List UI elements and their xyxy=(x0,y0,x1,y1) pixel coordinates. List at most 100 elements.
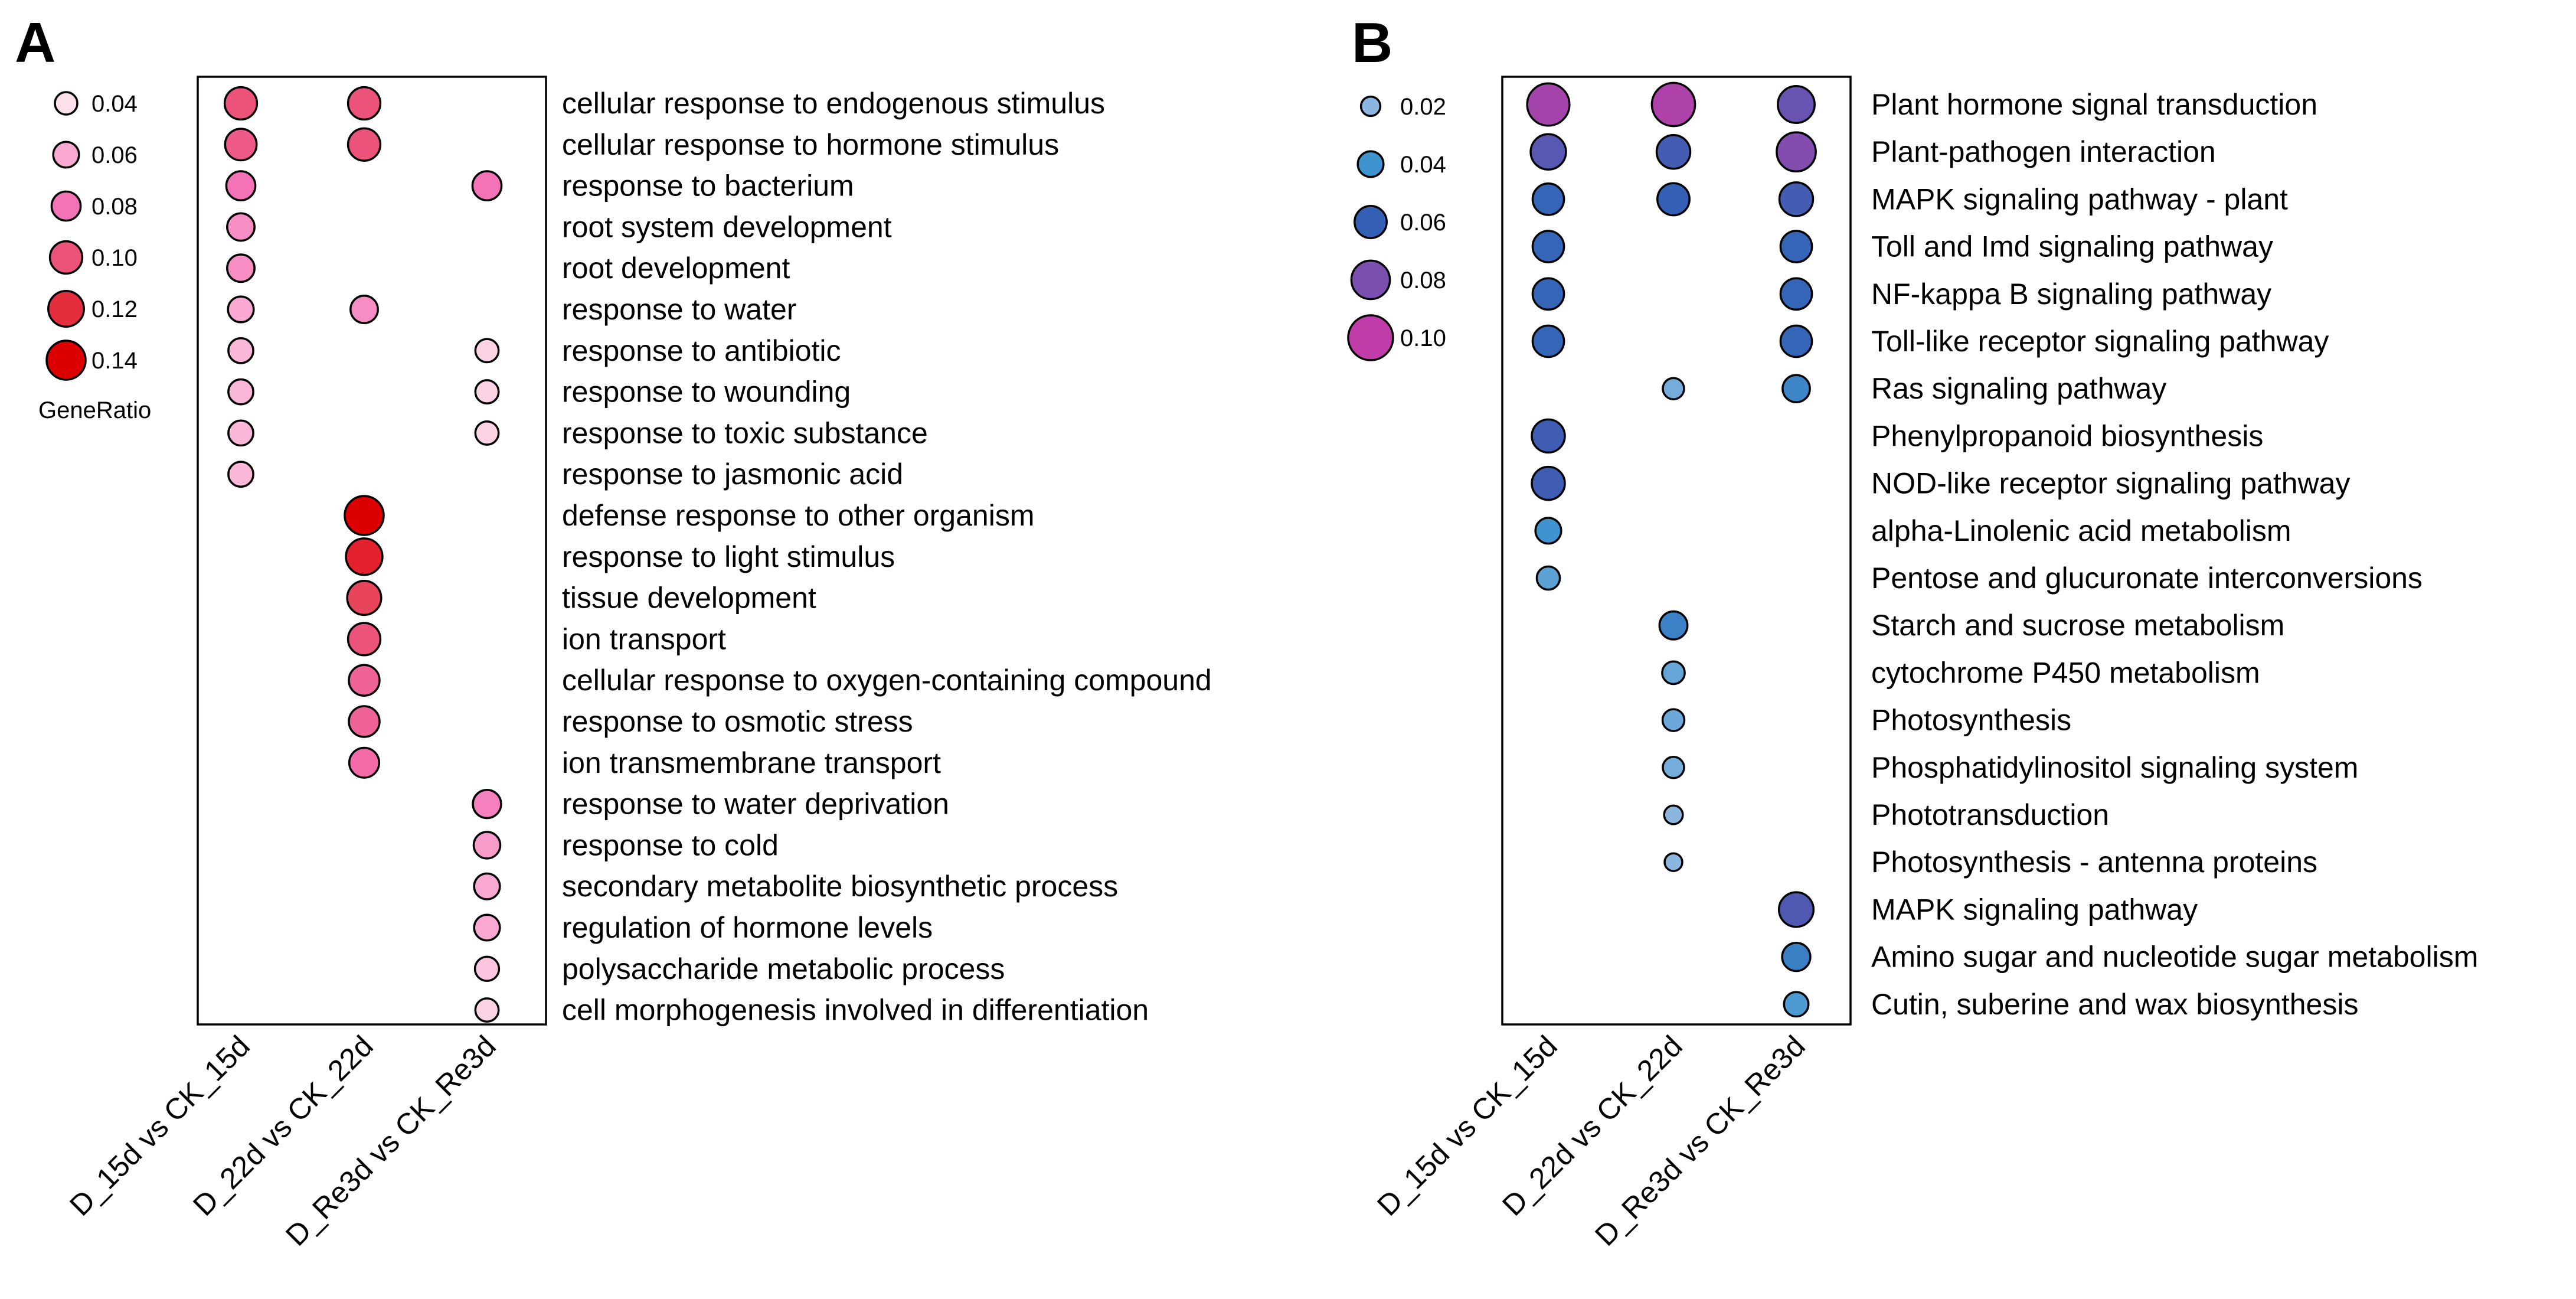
panel-b-label: B xyxy=(1352,11,1392,74)
enrichment-dot xyxy=(1777,891,1815,928)
enrichment-dot xyxy=(1658,610,1689,641)
term-label: Toll-like receptor signaling pathway xyxy=(1871,325,2329,358)
enrichment-dot xyxy=(1661,708,1686,732)
term-label: Ras signaling pathway xyxy=(1871,372,2166,405)
panel-a-label: A xyxy=(15,11,55,74)
legend-label: 0.02 xyxy=(1400,94,1446,120)
enrichment-dot xyxy=(226,253,256,283)
enrichment-dot xyxy=(473,872,501,900)
legend-label: 0.06 xyxy=(1400,210,1446,236)
legend-size-swatch xyxy=(50,190,82,222)
legend-label: 0.04 xyxy=(91,91,138,117)
term-label: response to wounding xyxy=(562,376,851,409)
enrichment-dot xyxy=(227,295,255,324)
term-label: Cutin, suberine and wax biosynthesis xyxy=(1871,988,2358,1021)
enrichment-dot xyxy=(474,338,500,364)
enrichment-dot xyxy=(1656,182,1691,217)
enrichment-dot xyxy=(348,746,381,779)
enrichment-dot xyxy=(473,955,501,982)
x-tick-label: D_Re3d vs CK_Re3d xyxy=(279,1029,502,1252)
legend-size-swatch xyxy=(47,290,85,328)
enrichment-dot xyxy=(1779,230,1813,263)
term-label: Pentose and glucuronate interconversions xyxy=(1871,562,2423,595)
panel-a-plot-frame xyxy=(197,76,547,1026)
panel-b-dots xyxy=(1526,81,1817,1018)
enrichment-dot xyxy=(224,128,258,162)
enrichment-dot xyxy=(1535,565,1561,591)
panel-a-dots xyxy=(223,86,503,1023)
term-label: Phosphatidylinositol signaling system xyxy=(1871,751,2358,784)
enrichment-dot xyxy=(1655,133,1692,170)
term-label: cellular response to endogenous stimulus xyxy=(562,87,1105,120)
enrichment-dot xyxy=(1778,181,1815,217)
enrichment-dot xyxy=(1781,374,1811,404)
term-label: NF-kappa B signaling pathway xyxy=(1871,278,2271,311)
enrichment-dot xyxy=(346,86,382,121)
enrichment-dot xyxy=(474,379,500,405)
term-label: Phenylpropanoid biosynthesis xyxy=(1871,419,2263,452)
enrichment-dot xyxy=(1781,941,1812,972)
legend-title: GeneRatio xyxy=(38,397,151,423)
enrichment-dot xyxy=(227,337,254,364)
enrichment-dot xyxy=(1661,660,1686,686)
enrichment-dot xyxy=(1776,131,1817,173)
term-label: cellular response to oxygen-containing c… xyxy=(562,664,1212,697)
legend-size-swatch xyxy=(1347,314,1394,361)
term-label: tissue development xyxy=(562,582,816,615)
enrichment-dot xyxy=(346,127,382,162)
enrichment-dot xyxy=(1662,377,1685,400)
enrichment-dot xyxy=(344,495,385,536)
term-label: response to water deprivation xyxy=(562,788,949,821)
term-label: MAPK signaling pathway xyxy=(1871,893,2198,926)
enrichment-dot xyxy=(1531,230,1565,263)
legend-size-swatch xyxy=(54,91,79,116)
legend-label: 0.08 xyxy=(91,194,138,220)
term-label: Plant hormone signal transduction xyxy=(1871,88,2317,121)
legend-label: 0.06 xyxy=(91,142,138,168)
term-label: secondary metabolite biosynthetic proces… xyxy=(562,870,1118,903)
term-label: regulation of hormone levels xyxy=(562,911,933,944)
term-label: Phototransduction xyxy=(1871,798,2109,831)
legend-size-swatch xyxy=(1359,95,1382,118)
legend-label: 0.08 xyxy=(1400,267,1446,293)
enrichment-dot xyxy=(349,295,379,324)
enrichment-dot xyxy=(345,537,384,576)
enrichment-dot xyxy=(227,378,254,406)
enrichment-dot xyxy=(474,997,500,1023)
term-label: response to osmotic stress xyxy=(562,705,913,738)
enrichment-dot xyxy=(225,170,257,201)
enrichment-dot xyxy=(1663,852,1683,872)
term-label: cell morphogenesis involved in different… xyxy=(562,994,1149,1027)
term-label: Photosynthesis xyxy=(1871,704,2071,737)
term-label: defense response to other organism xyxy=(562,499,1035,532)
legend-label: 0.10 xyxy=(1400,325,1446,351)
enrichment-dot xyxy=(1531,277,1565,311)
enrichment-dot xyxy=(1779,324,1813,358)
term-label: cellular response to hormone stimulus xyxy=(562,128,1059,161)
panel-b: B 0.020.040.060.080.10 Plant hormone sig… xyxy=(1347,11,2478,1252)
enrichment-dot xyxy=(473,913,501,942)
enrichment-dot xyxy=(471,170,503,201)
enrichment-dot xyxy=(348,664,381,697)
enrichment-dot xyxy=(227,419,254,447)
enrichment-dot xyxy=(1531,324,1565,358)
legend-label: 0.12 xyxy=(91,296,138,322)
term-label: polysaccharide metabolic process xyxy=(562,952,1005,985)
panel-a-term-labels: cellular response to endogenous stimulus… xyxy=(562,87,1212,1027)
legend-label: 0.14 xyxy=(91,348,138,374)
legend-size-swatch xyxy=(45,340,87,381)
enrichment-dot xyxy=(1783,991,1810,1018)
term-label: alpha-Linolenic acid metabolism xyxy=(1871,514,2291,547)
panel-b-plot-frame xyxy=(1501,76,1852,1026)
legend-label: 0.10 xyxy=(91,245,138,271)
term-label: cytochrome P450 metabolism xyxy=(1871,656,2260,689)
term-label: response to antibiotic xyxy=(562,334,841,367)
term-label: Plant-pathogen interaction xyxy=(1871,135,2216,168)
term-label: ion transmembrane transport xyxy=(562,746,941,779)
term-label: MAPK signaling pathway - plant xyxy=(1871,182,2288,216)
enrichment-dot xyxy=(1779,277,1813,311)
